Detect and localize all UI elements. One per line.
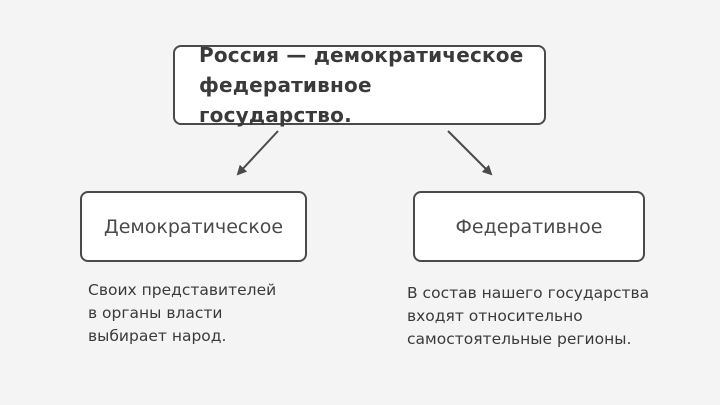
federative-label: Федеративное [455,215,603,238]
arrow-to-federative [447,130,493,176]
main-statement-box: Россия — демократическое федеративное го… [173,43,546,127]
federative-box: Федеративное [413,191,645,262]
democratic-box: Демократическое [80,191,307,262]
main-statement-text: Россия — демократическое федеративное го… [199,43,524,127]
democratic-description: Своих представителей в органы власти выб… [88,281,277,345]
democratic-label: Демократическое [103,215,284,238]
federative-description: В состав нашего государства входят относ… [407,284,650,348]
arrow-to-democratic [236,130,279,176]
